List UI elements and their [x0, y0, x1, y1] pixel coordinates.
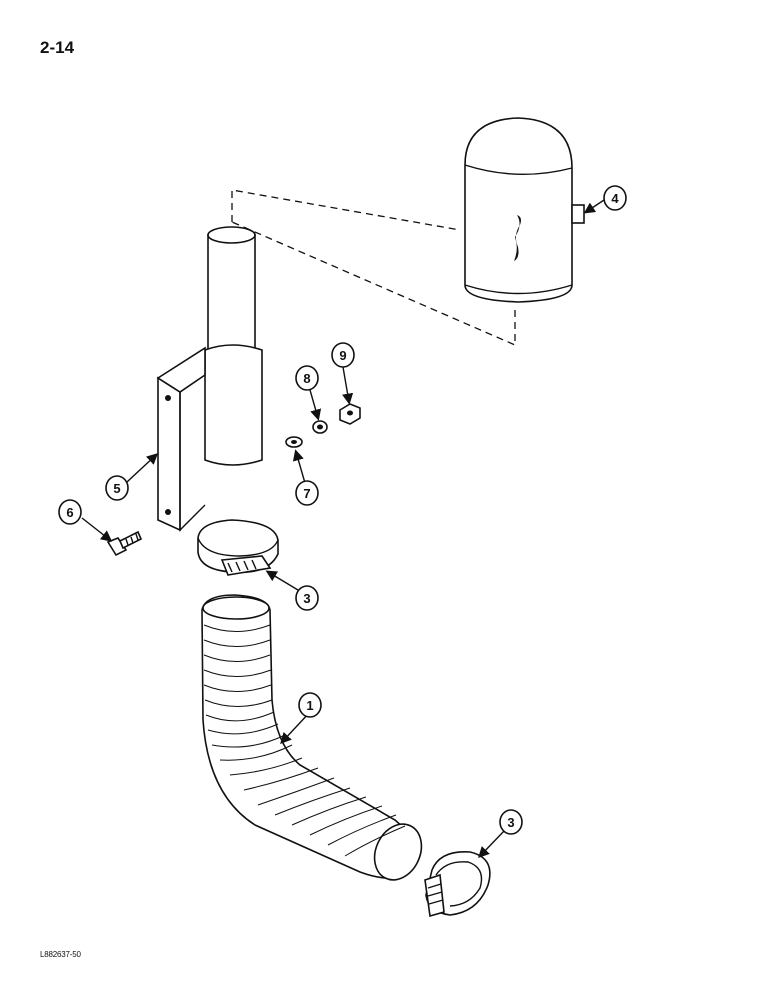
leader-lines	[81, 199, 605, 859]
callout-label: 6	[66, 505, 73, 520]
callout-3a: 3	[295, 585, 319, 611]
dashed-connection-line	[231, 189, 516, 346]
callout-7: 7	[295, 480, 319, 506]
callout-label: 1	[306, 698, 313, 713]
upper-hose-clamp	[197, 519, 279, 576]
drawing-code: L882637-50	[40, 950, 81, 959]
bolt	[106, 530, 143, 557]
callout-label: 8	[303, 371, 310, 386]
washer	[285, 436, 303, 448]
callout-label: 4	[611, 191, 619, 206]
callout-9: 9	[331, 342, 355, 368]
lock-washer	[312, 420, 328, 434]
callout-6: 6	[58, 499, 82, 525]
callout-3b: 3	[499, 809, 523, 835]
nut	[339, 403, 361, 425]
upright-tube	[204, 226, 263, 466]
callout-4: 4	[603, 185, 627, 211]
callout-label: 3	[303, 591, 310, 606]
callout-label: 7	[303, 486, 310, 501]
mounting-bracket	[156, 346, 206, 532]
page-number: 2-14	[40, 38, 75, 57]
callout-label: 5	[113, 481, 120, 496]
callout-label: 3	[507, 815, 514, 830]
callout-label: 9	[339, 348, 346, 363]
callout-8: 8	[295, 365, 319, 391]
flexible-hose	[201, 594, 423, 881]
precleaner-canister	[464, 117, 585, 303]
callout-1: 1	[298, 692, 322, 718]
callout-5: 5	[105, 475, 129, 501]
lower-hose-clamp	[424, 851, 491, 918]
